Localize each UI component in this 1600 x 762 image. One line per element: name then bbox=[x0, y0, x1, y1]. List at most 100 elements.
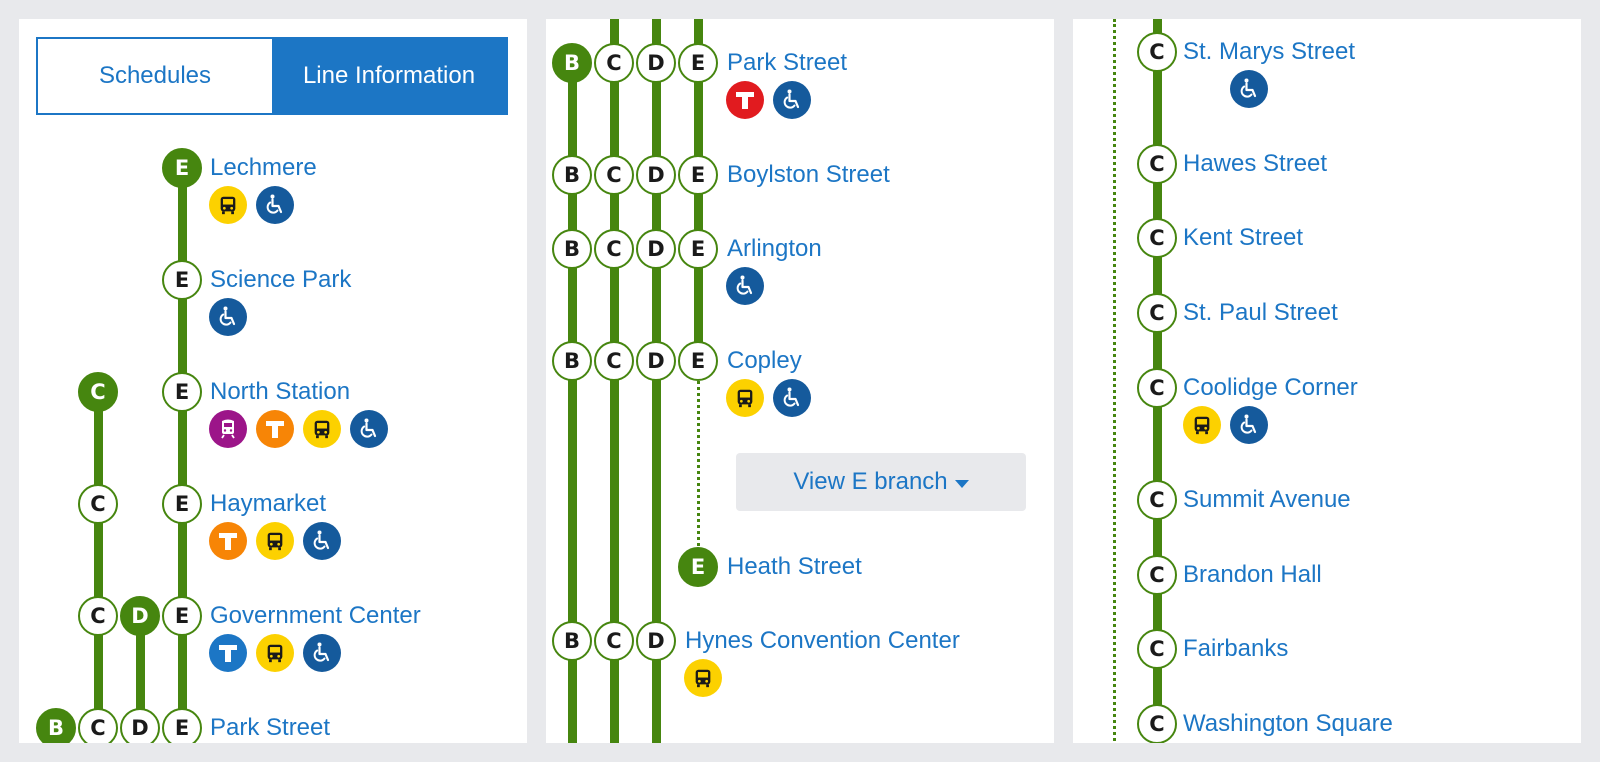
stop-marker-c: C bbox=[594, 155, 634, 195]
bus-icon bbox=[726, 379, 764, 417]
wheelchair-icon bbox=[1230, 406, 1268, 444]
wheelchair-icon bbox=[726, 267, 764, 305]
station-link-brandon-hall[interactable]: Brandon Hall bbox=[1183, 561, 1322, 588]
stop-marker-b: B bbox=[552, 341, 592, 381]
stop-marker-c: C bbox=[594, 341, 634, 381]
stop-marker-c: C bbox=[1137, 32, 1177, 72]
subway-t-icon bbox=[209, 634, 247, 672]
stop-marker-e: E bbox=[162, 708, 202, 743]
stop-marker-c: C bbox=[1137, 368, 1177, 408]
stop-marker-e: E bbox=[678, 547, 718, 587]
stop-marker-c: C bbox=[594, 621, 634, 661]
stop-marker-b: B bbox=[552, 229, 592, 269]
stop-marker-b: B bbox=[552, 155, 592, 195]
station-link-st-marys-street[interactable]: St. Marys Street bbox=[1183, 38, 1356, 65]
wheelchair-icon bbox=[303, 634, 341, 672]
stop-marker-d: D bbox=[636, 341, 676, 381]
stop-marker-e: E bbox=[678, 43, 718, 83]
stop-marker-c: C bbox=[1137, 144, 1177, 184]
track-line-e-dotted bbox=[697, 381, 700, 546]
track-line-b bbox=[568, 59, 577, 743]
stop-marker-c: C bbox=[1137, 480, 1177, 520]
station-link-boylston-street[interactable]: Boylston Street bbox=[727, 161, 890, 188]
station-link-heath-street[interactable]: Heath Street bbox=[727, 553, 862, 580]
stop-marker-d: D bbox=[636, 621, 676, 661]
stop-marker-c: C bbox=[1137, 629, 1177, 669]
tab-schedules[interactable]: Schedules bbox=[98, 62, 212, 89]
stop-marker-c: C bbox=[78, 484, 118, 524]
bus-icon bbox=[684, 659, 722, 697]
wheelchair-icon bbox=[773, 379, 811, 417]
track-line-c bbox=[610, 19, 619, 743]
stop-marker-c: C bbox=[1137, 218, 1177, 258]
stop-marker-e: E bbox=[678, 229, 718, 269]
stop-marker-e: E bbox=[678, 341, 718, 381]
stop-marker-c: C bbox=[78, 708, 118, 743]
stop-marker-d: D bbox=[636, 43, 676, 83]
station-link-haymarket[interactable]: Haymarket bbox=[210, 490, 327, 517]
stop-marker-b: B bbox=[36, 708, 76, 743]
stop-marker-e: E bbox=[162, 148, 202, 188]
bus-icon bbox=[256, 634, 294, 672]
line-diagram-panel-3: C St. Marys Street C Hawes Street C Kent… bbox=[1073, 19, 1581, 743]
stop-marker-e: E bbox=[678, 155, 718, 195]
station-link-arlington[interactable]: Arlington bbox=[727, 235, 822, 262]
stop-marker-e: E bbox=[162, 596, 202, 636]
station-link-government-center[interactable]: Government Center bbox=[210, 602, 421, 629]
stop-marker-e: E bbox=[162, 372, 202, 412]
track-line-e bbox=[178, 167, 187, 743]
line-diagram-panel-2: B C D E Park Street B C D E Boylston Str… bbox=[546, 19, 1054, 743]
bus-icon bbox=[209, 186, 247, 224]
wheelchair-icon bbox=[256, 186, 294, 224]
stop-marker-c: C bbox=[78, 372, 118, 412]
stop-marker-c: C bbox=[1137, 704, 1177, 743]
wheelchair-icon bbox=[303, 522, 341, 560]
tab-line-information[interactable]: Line Information bbox=[272, 39, 506, 113]
wheelchair-icon bbox=[350, 410, 388, 448]
station-link-washington-square[interactable]: Washington Square bbox=[1183, 710, 1393, 737]
stop-marker-c: C bbox=[1137, 293, 1177, 333]
stop-marker-c: C bbox=[594, 43, 634, 83]
line-diagram-panel-1: Schedules Line Information E Lechmere E … bbox=[19, 19, 527, 743]
subway-t-icon bbox=[726, 81, 764, 119]
stop-marker-b: B bbox=[552, 43, 592, 83]
stop-marker-b: B bbox=[552, 621, 592, 661]
view-e-branch-button[interactable]: View E branch bbox=[736, 453, 1026, 511]
view-tabs: Schedules Line Information bbox=[36, 37, 508, 115]
wheelchair-icon bbox=[209, 298, 247, 336]
station-link-st-paul-street[interactable]: St. Paul Street bbox=[1183, 299, 1338, 326]
stop-marker-d: D bbox=[636, 155, 676, 195]
station-link-hynes-convention-center[interactable]: Hynes Convention Center bbox=[685, 627, 960, 654]
stop-marker-c: C bbox=[594, 229, 634, 269]
station-link-summit-avenue[interactable]: Summit Avenue bbox=[1183, 486, 1351, 513]
train-icon bbox=[209, 410, 247, 448]
bus-icon bbox=[1183, 406, 1221, 444]
track-line-d bbox=[652, 19, 661, 743]
stop-marker-c: C bbox=[1137, 555, 1177, 595]
station-link-north-station[interactable]: North Station bbox=[210, 378, 351, 405]
station-link-fairbanks[interactable]: Fairbanks bbox=[1183, 635, 1289, 662]
caret-down-icon bbox=[954, 479, 969, 488]
stop-marker-d: D bbox=[636, 229, 676, 269]
subway-t-icon bbox=[256, 410, 294, 448]
track-line-dotted bbox=[1113, 19, 1116, 743]
station-link-hawes-street[interactable]: Hawes Street bbox=[1183, 150, 1328, 177]
station-link-lechmere[interactable]: Lechmere bbox=[210, 154, 317, 181]
station-link-park-street[interactable]: Park Street bbox=[210, 714, 331, 741]
track-line-d bbox=[136, 616, 145, 743]
wheelchair-icon bbox=[1230, 70, 1268, 108]
subway-t-icon bbox=[209, 522, 247, 560]
bus-icon bbox=[303, 410, 341, 448]
bus-icon bbox=[256, 522, 294, 560]
station-link-copley[interactable]: Copley bbox=[727, 347, 802, 374]
stop-marker-d: D bbox=[120, 596, 160, 636]
station-link-coolidge-corner[interactable]: Coolidge Corner bbox=[1183, 374, 1358, 401]
station-link-park-street[interactable]: Park Street bbox=[727, 49, 848, 76]
station-link-science-park[interactable]: Science Park bbox=[210, 266, 352, 293]
stop-marker-c: C bbox=[78, 596, 118, 636]
stop-marker-e: E bbox=[162, 484, 202, 524]
station-link-kent-street[interactable]: Kent Street bbox=[1183, 224, 1304, 251]
stop-marker-d: D bbox=[120, 708, 160, 743]
view-e-branch-label: View E branch bbox=[793, 468, 948, 495]
stop-marker-e: E bbox=[162, 260, 202, 300]
